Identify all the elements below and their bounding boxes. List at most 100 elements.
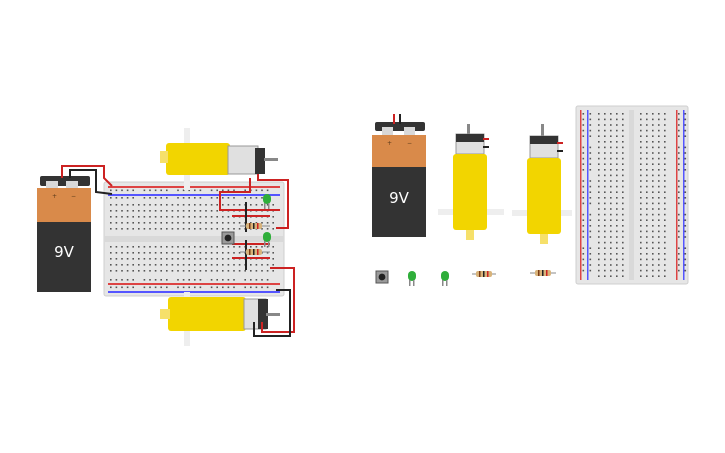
- breadboard-hole: [604, 141, 606, 143]
- breadboard-hole: [604, 185, 606, 188]
- breadboard-hole: [182, 204, 185, 206]
- breadboard-hole: [658, 264, 660, 266]
- breadboard-hole: [166, 197, 168, 199]
- led-green-1[interactable]: [263, 194, 271, 209]
- resistor-2[interactable]: [240, 249, 270, 255]
- breadboard-hole: [622, 264, 624, 266]
- breadboard-hole: [126, 246, 129, 248]
- parts-resistor-2[interactable]: [530, 270, 556, 276]
- breadboard-hole: [216, 246, 218, 248]
- breadboard-hole: [640, 241, 642, 244]
- breadboard-hole: [616, 275, 618, 277]
- breadboard-hole: [664, 208, 666, 210]
- breadboard-hole: [205, 228, 207, 230]
- breadboard-hole: [640, 208, 642, 210]
- breadboard-hole: [166, 210, 168, 212]
- parts-dc-gear-motor-2[interactable]: [512, 124, 572, 244]
- breadboard-hole: [652, 197, 654, 199]
- breadboard-hole: [684, 135, 687, 137]
- breadboard-hole: [684, 247, 687, 249]
- breadboard-hole: [182, 197, 185, 199]
- breadboard-hole: [132, 197, 134, 199]
- breadboard-hole: [598, 230, 600, 233]
- breadboard-hole: [143, 228, 146, 230]
- breadboard-hole: [132, 210, 134, 212]
- breadboard-hole: [132, 189, 134, 192]
- parts-battery-9v-icon[interactable]: + − 9V: [372, 114, 426, 237]
- parts-resistor-1[interactable]: [472, 271, 496, 277]
- parts-push-button[interactable]: [375, 270, 389, 284]
- parts-led-green-2[interactable]: [441, 271, 449, 286]
- breadboard-hole: [589, 197, 592, 199]
- breadboard-hole: [272, 228, 274, 230]
- parts-led-green-1[interactable]: [408, 271, 416, 286]
- breadboard-hole: [598, 180, 600, 182]
- breadboard-hole: [652, 219, 654, 221]
- breadboard-hole: [154, 210, 157, 212]
- breadboard-main[interactable]: [103, 181, 285, 297]
- breadboard-hole: [216, 197, 218, 199]
- breadboard-hole: [194, 252, 196, 254]
- breadboard-hole: [616, 253, 618, 255]
- breadboard-hole: [266, 286, 269, 289]
- breadboard-hole: [646, 213, 648, 216]
- led-green-2[interactable]: [263, 232, 271, 247]
- assembled-circuit: + − 9V: [37, 128, 295, 346]
- breadboard-hole: [115, 204, 118, 206]
- breadboard-hole: [622, 146, 624, 149]
- dc-gear-motor-top[interactable]: [160, 128, 278, 190]
- breadboard-hole: [684, 157, 687, 160]
- breadboard-hole: [622, 202, 624, 205]
- breadboard-hole: [616, 213, 618, 216]
- breadboard-hole: [216, 279, 218, 281]
- resistor-1[interactable]: [240, 223, 270, 229]
- breadboard-hole: [272, 246, 274, 248]
- breadboard-hole: [610, 163, 612, 165]
- breadboard-hole: [664, 219, 666, 221]
- breadboard-hole: [238, 270, 241, 272]
- breadboard-hole: [658, 141, 660, 143]
- breadboard-hole: [166, 189, 168, 192]
- breadboard-hole: [205, 264, 207, 266]
- breadboard-hole: [115, 258, 118, 260]
- breadboard-hole: [210, 286, 213, 289]
- breadboard-hole: [640, 141, 642, 143]
- battery-9v-icon[interactable]: + − 9V: [37, 176, 91, 292]
- breadboard-hole: [194, 222, 196, 224]
- breadboard-hole: [622, 241, 624, 244]
- breadboard-hole: [126, 189, 129, 192]
- breadboard-hole: [121, 197, 123, 199]
- dc-gear-motor-bottom[interactable]: [160, 292, 280, 346]
- breadboard-hole: [598, 269, 600, 272]
- wires: [61, 165, 295, 337]
- push-button[interactable]: [221, 231, 235, 245]
- parts-breadboard-vertical[interactable]: [575, 105, 689, 285]
- breadboard-hole: [622, 185, 624, 188]
- breadboard-hole: [664, 247, 666, 249]
- parts-dc-gear-motor-1[interactable]: [438, 124, 504, 240]
- breadboard-hole: [589, 202, 592, 205]
- breadboard-hole: [132, 204, 134, 206]
- breadboard-hole: [640, 225, 642, 227]
- breadboard-hole: [622, 213, 624, 216]
- breadboard-hole: [154, 197, 157, 199]
- breadboard-hole: [182, 270, 185, 272]
- breadboard-hole: [589, 225, 592, 227]
- breadboard-hole: [261, 246, 263, 248]
- breadboard-hole: [598, 129, 600, 132]
- breadboard-hole: [210, 279, 213, 281]
- breadboard-hole: [227, 216, 230, 218]
- breadboard-hole: [582, 253, 585, 255]
- breadboard-hole: [115, 279, 118, 281]
- breadboard-hole: [138, 216, 140, 218]
- breadboard-hole: [261, 279, 263, 281]
- breadboard-hole: [222, 222, 224, 224]
- breadboard-hole: [604, 241, 606, 244]
- breadboard-hole: [658, 219, 660, 221]
- breadboard-hole: [182, 252, 185, 254]
- breadboard-hole: [149, 246, 151, 248]
- breadboard-hole: [205, 204, 207, 206]
- breadboard-hole: [238, 222, 241, 224]
- breadboard-hole: [589, 213, 592, 216]
